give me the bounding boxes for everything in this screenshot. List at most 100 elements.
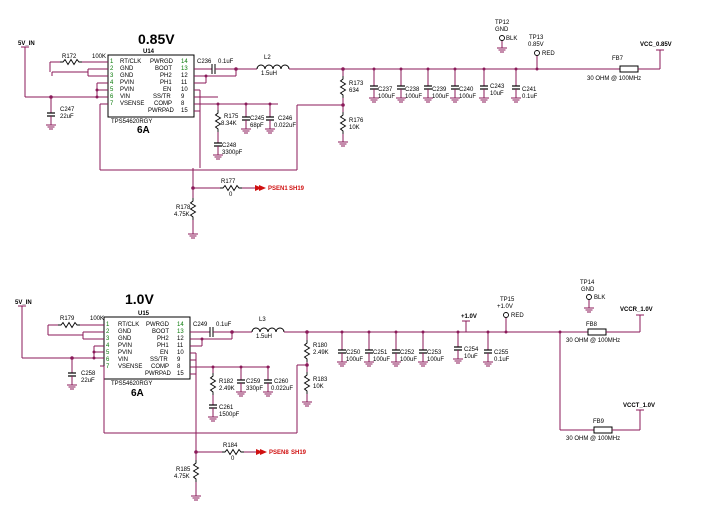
r182-val: 2.49K [219,386,235,392]
u14-num-4: 4 [110,80,114,86]
u15-num-9: 9 [177,357,181,363]
tp14-color: BLK [594,295,605,301]
section-1p0v: 1.0V U15 TPS54620RGY 6A RT/CLK GND GND P… [15,280,655,501]
c261-val: 1500pF [219,412,240,418]
c246-val: 0.022uF [274,123,296,129]
fb8-ref: FB8 [586,322,598,328]
c260-ref: C260 [274,379,289,385]
u14-pin-rtclk: RT/CLK [120,59,141,65]
net-plus-1p0v: +1.0V [461,314,477,320]
out-vcct-1p0v: VCCT_1.0V [623,403,655,409]
c255-ref: C255 [494,350,509,356]
r172-val: 100K [92,54,106,60]
c245-ref: C245 [250,116,265,122]
u15-num-12: 12 [177,336,184,342]
c254-ref: C254 [464,347,479,353]
tp12-ref: TP12 [495,20,510,26]
u14-num-9: 9 [181,94,185,100]
u15-num-7: 7 [106,364,110,370]
u14-body [107,54,195,118]
c253-val: 100uF [427,357,444,363]
c239-ref: C239 [432,87,447,93]
c243-val: 10uF [490,91,504,97]
c248-ref: C248 [222,143,237,149]
l2-ref: L2 [264,55,271,61]
u14-num-6: 6 [110,94,114,100]
u15-num-11: 11 [177,343,184,349]
u15-num-3: 3 [106,336,110,342]
u14-pin-vin: VIN [120,94,130,100]
u15-body [103,316,191,380]
r184-val: 0 [231,456,235,462]
u14-num-15: 15 [181,108,188,114]
tp14-net: GND [581,287,595,293]
u15-num-6: 6 [106,357,110,363]
u15-pin-vin: VIN [118,357,128,363]
c258-val: 22uF [81,378,95,384]
c238-val: 100uF [405,94,422,100]
c250-ref: C250 [346,350,361,356]
u14-pin-pwrgd: PWRGD [150,59,174,65]
u15-pin-vsense: VSENSE [118,364,142,370]
c261-ref: C261 [219,405,234,411]
u14-pin-sstr: SS/TR [153,94,171,100]
u15-pin-pwrpad: PWRPAD [145,371,172,377]
r183-ref: R183 [313,377,328,383]
r183-val: 10K [313,384,324,390]
c240-ref: C240 [459,87,474,93]
sh19-top: SH19 [289,186,305,192]
fb7-ref: FB7 [612,56,624,62]
c246-ref: C246 [278,116,293,122]
u15-pin-ph1: PH1 [157,343,169,349]
r173-ref: R173 [349,81,364,87]
fb8-body [587,328,607,336]
u14-pin-en: EN [163,87,171,93]
fb7-body [619,65,639,73]
c237-val: 100uF [378,94,395,100]
r177-val: 0 [229,192,233,198]
c237-ref: C237 [378,87,393,93]
r172-ref: R172 [62,54,77,60]
tp12-net: GND [495,27,509,33]
u15-pin-pvin2: PVIN [118,350,132,356]
u15-pin-gnd2: GND [118,336,132,342]
bottom-output-caps: C250 100uF C251 100uF C252 100uF C253 10… [336,330,510,367]
c240-val: 100uF [459,94,476,100]
u14-part: TPS54620RGY [111,119,152,125]
u15-pin-sstr: SS/TR [150,357,168,363]
current-1p0v: 6A [131,388,144,399]
u14-ref: U14 [143,49,155,55]
u15-num-1: 1 [106,322,110,328]
u15-num-4: 4 [106,343,110,349]
fb9-val: 30 OHM @ 100MHz [566,436,620,442]
u14-num-10: 10 [181,87,188,93]
u14-num-14: 14 [181,59,188,65]
r175-val: 8.34K [221,121,237,127]
r182-ref: R182 [219,379,234,385]
vin-label-top: 5V_IN [18,41,35,47]
c238-ref: C238 [405,87,420,93]
u15-pin-en: EN [160,350,168,356]
tp15-ref: TP15 [500,297,515,303]
c247-ref: C247 [60,107,75,113]
u14-pin-ph1: PH1 [160,80,172,86]
c249-val: 0.1uF [216,322,232,328]
tp13-ref: TP13 [529,35,544,41]
c250-val: 100uF [346,357,363,363]
u14-pin-comp: COMP [154,101,172,107]
u14-pin-pvin2: PVIN [120,87,134,93]
u15-num-10: 10 [177,350,184,356]
c236-val: 0.1uF [218,59,234,65]
c260-val: 0.022uF [271,386,293,392]
title-0p85v: 0.85V [138,31,175,47]
c252-val: 100uF [400,357,417,363]
top-output-caps: C237 100uF C238 100uF C239 100uF C240 10… [368,67,538,103]
sh19-bottom: SH19 [291,450,307,456]
r178-ref: R178 [176,205,191,211]
r179-val: 100K [90,316,104,322]
fb7-val: 30 OHM @ 100MHz [587,76,641,82]
u14-num-12: 12 [181,73,188,79]
tp13-net: 0.85V [528,42,544,48]
psen1-label: PSEN1 [268,186,288,192]
